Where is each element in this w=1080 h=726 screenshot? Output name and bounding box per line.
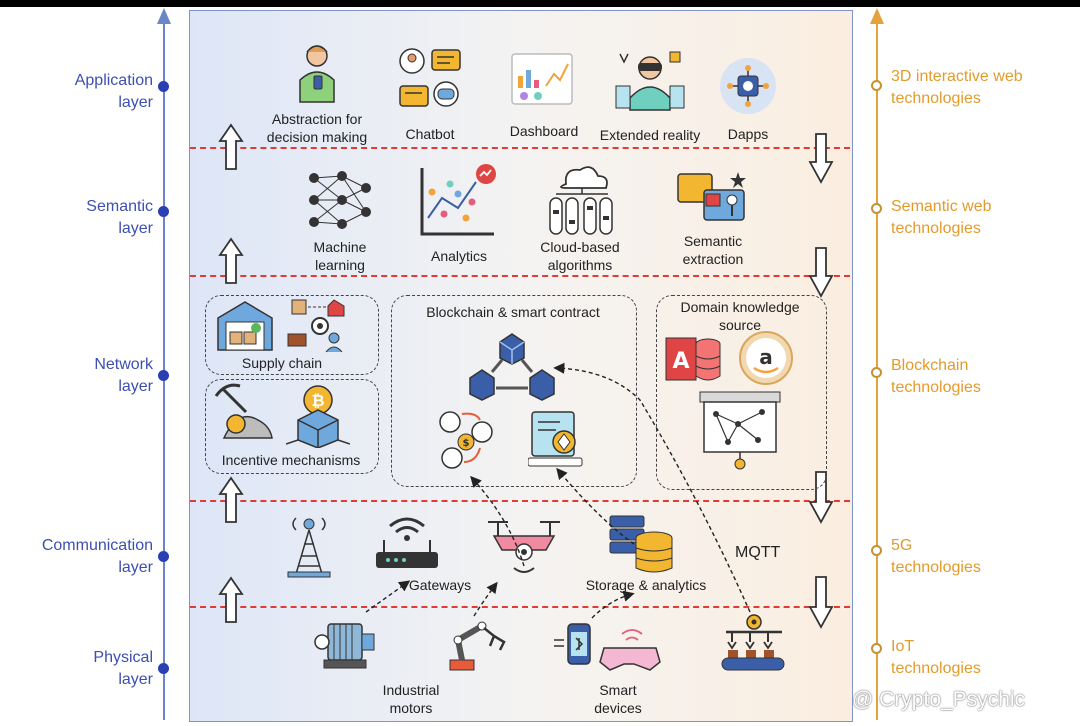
dapps-icon	[720, 58, 776, 114]
physical-layer-dot	[158, 663, 169, 674]
blockchain-icon	[469, 333, 555, 401]
warehouse-icon	[217, 301, 273, 351]
caption-domain-knowledge: Domain knowledge source	[680, 299, 800, 333]
caption-analytics: Analytics	[430, 248, 488, 264]
down-arrow-icon	[808, 576, 834, 629]
separator-semantic-network	[190, 275, 850, 277]
caption-dapps: Dapps	[727, 126, 769, 142]
application-layer-dot	[158, 81, 169, 92]
storage-database-icon	[609, 515, 673, 573]
extended-reality-icon	[615, 51, 685, 111]
analytics-chart-icon	[420, 164, 496, 236]
separator-communication-physical	[190, 606, 850, 608]
knowledge-graph-board-icon	[699, 391, 781, 470]
layer-label-physical: Physical layer	[93, 649, 153, 688]
chatbot-icon	[399, 48, 461, 107]
caption-machine-learning: Machine learning	[313, 239, 367, 273]
svg-text:a: a	[759, 345, 773, 369]
up-arrow-icon	[218, 476, 244, 523]
person-phone-icon	[299, 45, 335, 103]
communication-layer-dot	[158, 551, 169, 562]
left-axis-arrowhead	[157, 8, 171, 24]
top-bar	[0, 0, 1080, 7]
up-arrow-icon	[218, 237, 244, 284]
svg-text:A: A	[672, 349, 689, 374]
caption-incentive-mechanisms: Incentive mechanisms	[221, 452, 361, 468]
domain-knowledge-box	[656, 295, 827, 490]
caption-industrial-motors: Industrial motors	[382, 682, 440, 716]
tech-label-5g: 5G technologies	[891, 537, 981, 576]
caption-decision-making: Abstraction for decision making	[266, 111, 368, 145]
caption-supply-chain: Supply chain	[241, 355, 323, 371]
caption-gateways: Gateways	[408, 577, 472, 593]
amazon-icon: a	[739, 331, 793, 385]
smart-contract-icon	[528, 411, 583, 467]
bitcoin-cube-icon: ₿	[286, 385, 350, 448]
5g-tech-dot	[871, 545, 882, 556]
blockchain-box	[391, 295, 637, 487]
layer-label-communication: Communication layer	[41, 537, 153, 576]
cloud-algorithm-icon	[549, 166, 613, 235]
separator-application-semantic	[190, 147, 850, 149]
blockchain-tech-dot	[871, 367, 882, 378]
left-axis	[163, 14, 165, 720]
svg-text:₿: ₿	[311, 391, 324, 410]
separator-network-communication	[190, 500, 850, 502]
layer-label-semantic: Semantic layer	[86, 198, 153, 237]
caption-extended-reality: Extended reality	[599, 127, 701, 143]
transaction-users-icon: $	[439, 411, 493, 469]
tech-label-blockchain: Blockchain technologies	[891, 357, 981, 396]
caption-semantic-extraction: Semantic extraction	[682, 233, 744, 267]
caption-storage-analytics: Storage & analytics	[585, 577, 707, 593]
tech-label-3d-web: 3D interactive web technologies	[891, 68, 1023, 107]
right-axis-arrowhead	[870, 8, 884, 24]
tech-label-iot: IoT technologies	[891, 638, 981, 677]
supply-chain-box	[205, 295, 379, 375]
mqtt-label: MQTT	[735, 544, 781, 561]
robot-arm-icon	[449, 621, 506, 671]
caption-chatbot: Chatbot	[405, 126, 455, 142]
layer-label-application: Application layer	[74, 72, 153, 111]
caption-dashboard: Dashboard	[509, 123, 579, 139]
iot-tech-dot	[871, 643, 882, 654]
industrial-motor-icon	[314, 623, 375, 669]
dashboard-icon	[511, 53, 573, 105]
up-arrow-icon	[218, 576, 244, 623]
down-arrow-icon	[808, 133, 834, 184]
cell-tower-icon	[287, 517, 331, 578]
up-arrow-icon	[218, 123, 244, 170]
database-access-icon: A	[665, 337, 721, 381]
layer-label-network: Network layer	[94, 356, 153, 395]
network-layer-dot	[158, 370, 169, 381]
caption-blockchain: Blockchain & smart contract	[426, 304, 600, 320]
incentive-mechanisms-box	[205, 379, 379, 474]
smart-devices-icon	[554, 623, 661, 671]
3d-web-tech-dot	[871, 80, 882, 91]
caption-cloud-algorithms: Cloud-based algorithms	[540, 239, 620, 273]
tech-label-semantic-web: Semantic web technologies	[891, 198, 992, 237]
semantic-web-tech-dot	[871, 203, 882, 214]
semantic-layer-dot	[158, 206, 169, 217]
router-icon	[376, 517, 438, 568]
watermark: @ Crypto_Psychic	[852, 688, 1026, 711]
down-arrow-icon	[808, 247, 834, 298]
neural-network-icon	[309, 171, 371, 229]
logistics-icon	[287, 299, 345, 353]
caption-smart-devices: Smart devices	[594, 682, 642, 716]
svg-text:$: $	[463, 438, 470, 449]
mining-icon	[214, 383, 273, 439]
conveyor-robot-icon	[721, 614, 785, 671]
semantic-extraction-icon	[677, 172, 746, 221]
